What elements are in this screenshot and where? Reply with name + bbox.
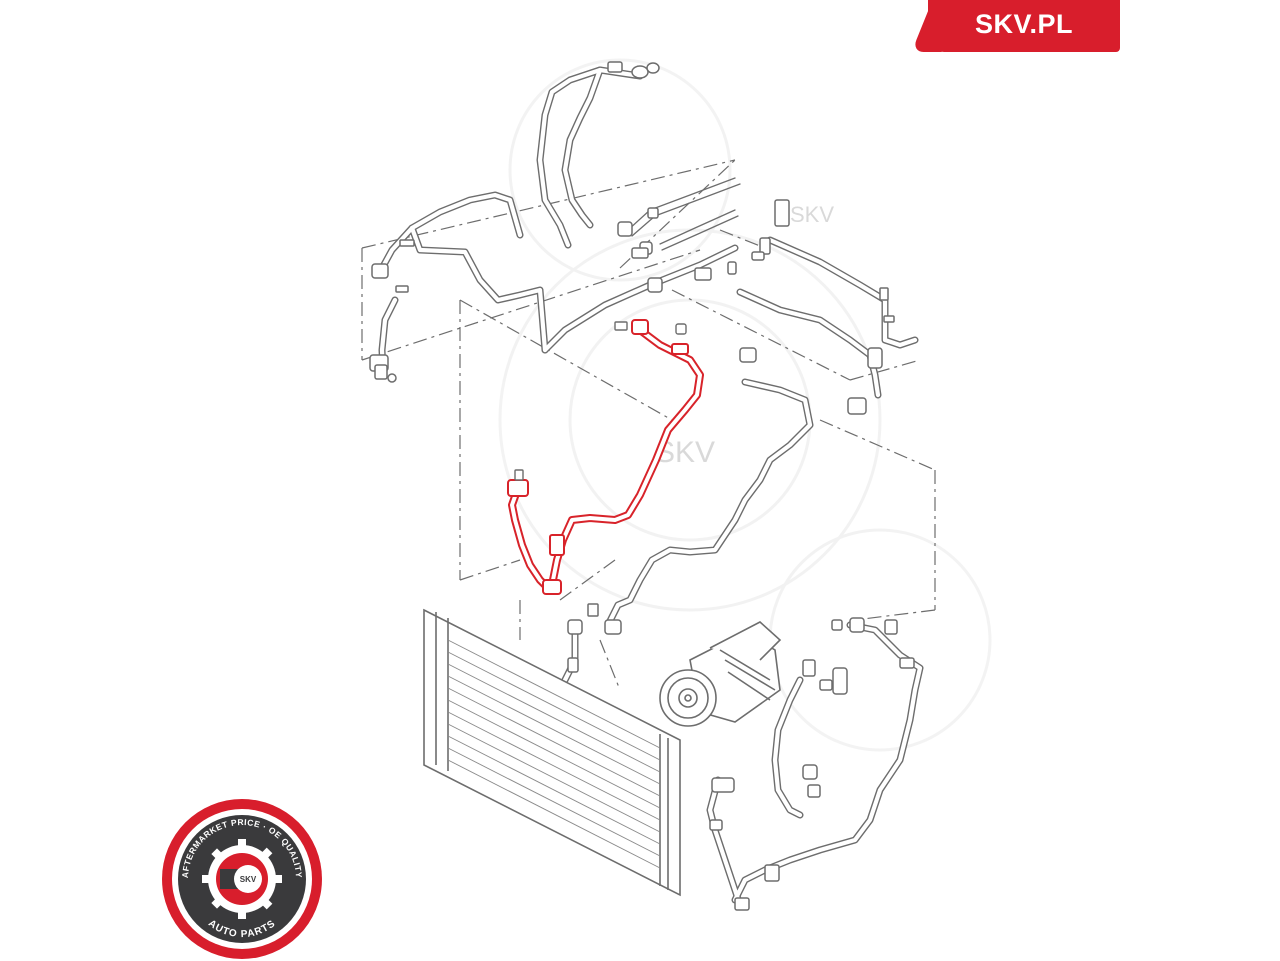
gear-logo-icon: SKV <box>202 839 282 919</box>
ac-compressor <box>659 621 782 727</box>
watermark-text-upper: SKV <box>790 202 834 227</box>
brand-tab: SKV.PL <box>928 0 1120 52</box>
condenser-fins <box>447 639 661 869</box>
dashed-leader-lines <box>361 159 936 691</box>
grey-refrigerant-lines <box>376 66 924 909</box>
seal-center-text: SKV <box>240 875 257 884</box>
highlighted-refrigerant-hose <box>508 326 704 594</box>
hose-bolts <box>514 321 687 481</box>
brand-site-label: SKV.PL <box>974 9 1074 39</box>
highlighted-hose-fittings <box>507 319 689 595</box>
skv-quality-seal: AFTERMARKET PRICE · OE QUALITY AUTO PART… <box>162 799 322 959</box>
